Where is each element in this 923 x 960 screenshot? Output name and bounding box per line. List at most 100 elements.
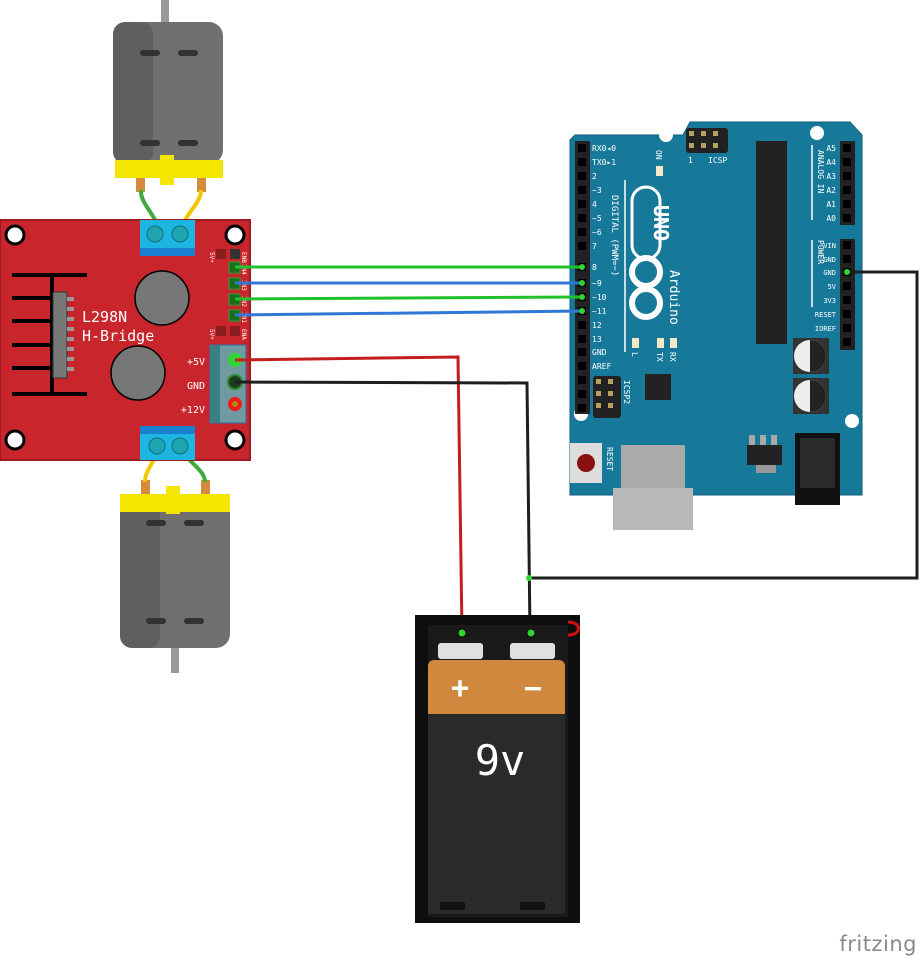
plus12v-label: +12V xyxy=(181,405,205,416)
fritzing-logo: fritzing xyxy=(839,932,917,956)
power-pin-socket[interactable] xyxy=(843,241,851,249)
icsp-pin xyxy=(608,391,613,396)
digital-pin-label: RX0◂0 xyxy=(592,144,616,153)
hbridge-title: L298N xyxy=(82,308,127,326)
l-led-label: L xyxy=(630,352,639,357)
analog-title: ANALOG IN xyxy=(816,150,825,194)
battery-voltage-label: 9v xyxy=(475,736,526,785)
wire-arduino-gnd xyxy=(529,270,919,580)
hbridge-subtitle: H-Bridge xyxy=(82,327,154,345)
tx-led-label: TX xyxy=(655,352,664,362)
icsp-pin1-label: 1 xyxy=(688,156,693,165)
hbridge-header-label: IN2 xyxy=(240,296,247,307)
digital-pin-label: ~10 xyxy=(592,293,607,302)
plus5v-label: +5V xyxy=(187,357,205,368)
rx-led-label: RX xyxy=(668,352,677,362)
icsp-pin xyxy=(596,403,601,408)
hbridge-header-label: 5V+ xyxy=(208,252,215,263)
hbridge-header-label: 5V+ xyxy=(208,329,215,340)
power-pin-label: 3V3 xyxy=(823,297,836,305)
power-pin-socket[interactable] xyxy=(843,255,851,263)
analog-pin-socket[interactable] xyxy=(843,186,851,194)
digital-pin-label: 12 xyxy=(592,321,602,330)
analog-pin-label: A3 xyxy=(826,172,836,181)
power-pin-label: IOREF xyxy=(815,325,836,333)
hbridge-header-label: IN3 xyxy=(240,280,247,291)
power-title: POWER xyxy=(816,240,825,264)
digital-pin-socket[interactable] xyxy=(578,335,586,343)
wire-in1-pin11 xyxy=(234,309,583,317)
power-pin-socket[interactable] xyxy=(843,324,851,332)
icsp-pin xyxy=(701,131,706,136)
power-pin-socket[interactable] xyxy=(843,338,851,346)
digital-pin-label: ~9 xyxy=(592,279,602,288)
digital-pin-socket[interactable] xyxy=(578,362,586,370)
analog-pin-label: A1 xyxy=(826,200,836,209)
power-header xyxy=(840,239,855,350)
digital-pin-socket[interactable] xyxy=(578,158,586,166)
top-motor xyxy=(113,0,223,192)
power-pin-label: VIN xyxy=(823,242,836,250)
power-pin-socket[interactable] xyxy=(843,310,851,318)
icsp-pin xyxy=(689,131,694,136)
bottom-motor xyxy=(120,480,230,673)
digital-pin-label: ~5 xyxy=(592,214,602,223)
power-pin-label: GND xyxy=(823,269,836,277)
analog-pin-label: A5 xyxy=(826,144,836,153)
hbridge-header-label: ENA xyxy=(240,329,247,340)
icsp-pin xyxy=(608,403,613,408)
digital-pin-label: ~11 xyxy=(592,307,607,316)
power-pin-socket[interactable] xyxy=(843,282,851,290)
reset-label: RESET xyxy=(605,447,614,471)
analog-pin-label: A4 xyxy=(826,158,836,167)
digital-pin-socket[interactable] xyxy=(578,186,586,194)
signal-wires xyxy=(234,265,583,317)
hbridge-header-label: IN1 xyxy=(240,312,247,323)
power-pin-socket[interactable] xyxy=(843,296,851,304)
analog-pin-socket[interactable] xyxy=(843,200,851,208)
digital-pin-label: ~3 xyxy=(592,186,602,195)
analog-header xyxy=(840,141,855,225)
digital-pin-socket[interactable] xyxy=(578,214,586,222)
digital-pin-label: 7 xyxy=(592,242,597,251)
digital-pin-label: 2 xyxy=(592,172,597,181)
digital-pin-label: GND xyxy=(592,348,607,357)
digital-pin-socket[interactable] xyxy=(578,144,586,152)
icsp-pin xyxy=(701,143,706,148)
digital-pin-label: ~6 xyxy=(592,228,602,237)
arduino-uno: RX0◂0TX0▸12~34~5~678~9~10~111213GNDAREFA… xyxy=(569,121,863,530)
power-pin-label: GND xyxy=(823,256,836,264)
arduino-brand: Arduino xyxy=(666,270,681,325)
digital-pin-socket[interactable] xyxy=(578,390,586,398)
digital-pin-socket[interactable] xyxy=(578,242,586,250)
digital-pin-socket[interactable] xyxy=(578,172,586,180)
digital-pin-socket[interactable] xyxy=(578,404,586,412)
uno-logo: UNO xyxy=(649,205,673,241)
digital-pin-socket[interactable] xyxy=(578,321,586,329)
analog-pin-socket[interactable] xyxy=(843,214,851,222)
digital-pin-label: 8 xyxy=(592,263,597,272)
digital-pin-label: TX0▸1 xyxy=(592,158,616,167)
analog-pin-socket[interactable] xyxy=(843,158,851,166)
icsp-pin xyxy=(596,391,601,396)
power-pin-label: RESET xyxy=(815,311,837,319)
digital-pin-socket[interactable] xyxy=(578,200,586,208)
capacitor xyxy=(134,270,190,326)
power-pin-label: 5V xyxy=(828,283,837,291)
wire-5v-battery-plus xyxy=(234,355,464,634)
analog-pin-label: A0 xyxy=(826,214,836,223)
icsp-pin xyxy=(713,143,718,148)
digital-pin-socket[interactable] xyxy=(578,376,586,384)
on-led-label: ON xyxy=(654,150,663,160)
hbridge-header-label: IN4 xyxy=(240,264,247,275)
wire-in2-pin10 xyxy=(234,295,583,301)
analog-pin-socket[interactable] xyxy=(843,172,851,180)
digital-title: DIGITAL (PWM=~) xyxy=(609,195,619,276)
digital-pin-label: 4 xyxy=(592,200,597,209)
icsp-pin xyxy=(608,379,613,384)
battery-plus-label: + xyxy=(451,671,469,706)
digital-pin-socket[interactable] xyxy=(578,348,586,356)
digital-pin-socket[interactable] xyxy=(578,228,586,236)
analog-pin-socket[interactable] xyxy=(843,144,851,152)
